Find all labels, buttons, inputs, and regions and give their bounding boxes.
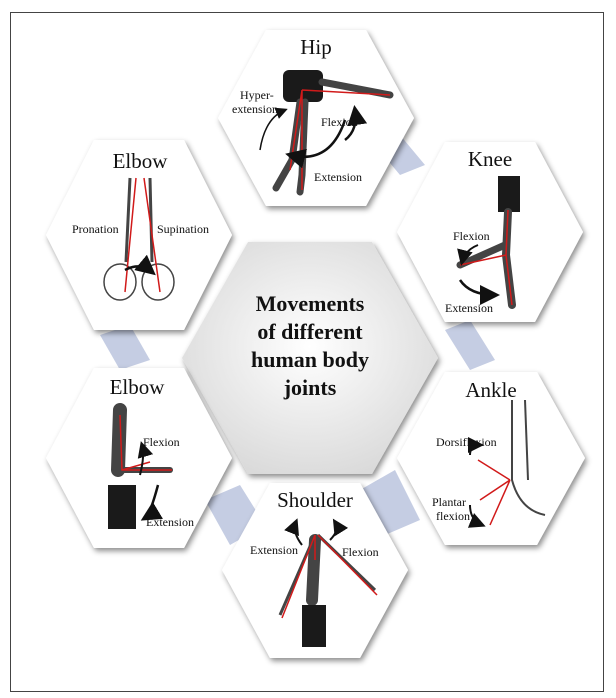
- knee-label-extension: Extension: [445, 301, 493, 315]
- center-title-line-2: of different: [257, 319, 363, 344]
- elbow-top-label-supination: Supination: [157, 222, 209, 236]
- hip-title: Hip: [300, 35, 332, 59]
- hip-panel: Hip Hyper- extension Flexion Extension: [218, 30, 414, 206]
- shoulder-label-flexion: Flexion: [342, 545, 379, 559]
- ankle-label-plantar: Plantar: [432, 495, 466, 509]
- hip-label-hyper: Hyper-: [240, 88, 274, 102]
- hip-label-extension-b: Extension: [314, 170, 362, 184]
- knee-label-flexion: Flexion: [453, 229, 490, 243]
- ankle-title: Ankle: [465, 378, 516, 402]
- hip-label-flexion: Flexion: [321, 115, 358, 129]
- center-title-line-3: human body: [251, 347, 369, 372]
- ankle-label-flexion: flexion: [436, 509, 470, 523]
- center-title-line-1: Movements: [256, 291, 365, 316]
- knee-title: Knee: [468, 147, 512, 171]
- hip-label-extension-a: extension: [232, 102, 278, 116]
- elbow-top-title: Elbow: [113, 149, 169, 173]
- elbow-bottom-label-extension: Extension: [146, 515, 194, 529]
- shoulder-label-extension: Extension: [250, 543, 298, 557]
- ankle-panel: Ankle Dorsiflexion Plantar flexion: [397, 372, 585, 545]
- elbow-bottom-title: Elbow: [110, 375, 166, 399]
- elbow-top-panel: Elbow Pronation Supination: [46, 140, 232, 330]
- center-title-line-4: joints: [283, 375, 337, 400]
- knee-panel: Knee Flexion Extension: [397, 142, 583, 322]
- shoulder-title: Shoulder: [277, 488, 353, 512]
- elbow-bottom-label-flexion: Flexion: [143, 435, 180, 449]
- elbow-top-label-pronation: Pronation: [72, 222, 119, 236]
- ankle-label-dorsiflexion: Dorsiflexion: [436, 435, 497, 449]
